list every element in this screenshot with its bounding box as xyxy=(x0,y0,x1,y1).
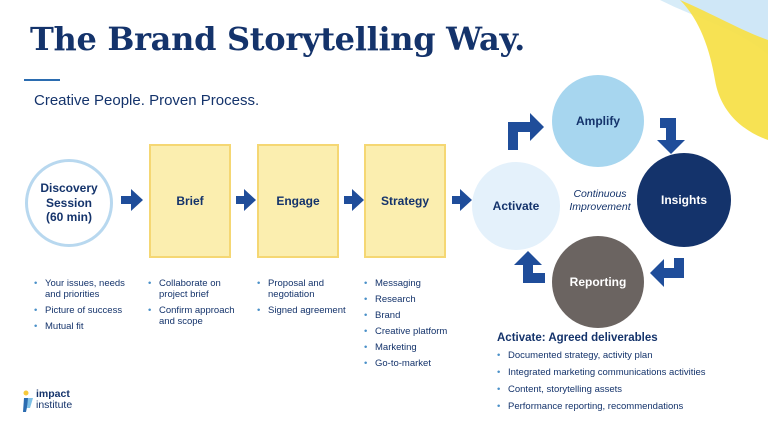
cycle-reporting-circle: Reporting xyxy=(552,236,644,328)
arrow-right-icon xyxy=(344,189,364,211)
discovery-label-line3: (60 min) xyxy=(45,210,92,225)
cycle-activate-circle: Activate xyxy=(472,162,560,250)
cycle-arrow-up-right-icon xyxy=(508,113,544,150)
list-item: Go-to-market xyxy=(364,358,464,369)
step-box-brief: Brief xyxy=(149,144,231,258)
list-item: Signed agreement xyxy=(257,305,347,316)
arrow-right-icon xyxy=(452,189,472,211)
list-item: Content, storytelling assets xyxy=(497,384,757,395)
continuous-improvement-label: Continuous Improvement xyxy=(560,188,640,214)
corner-decoration xyxy=(660,0,768,140)
cycle-reporting-label: Reporting xyxy=(569,274,627,289)
strategy-bullet-list: Messaging Research Brand Creative platfo… xyxy=(364,278,464,374)
discovery-bullet-list: Your issues, needs and priorities Pictur… xyxy=(34,278,134,337)
cycle-arrow-down-left-icon xyxy=(650,258,684,287)
step-box-engage: Engage xyxy=(257,144,339,258)
list-item: Picture of success xyxy=(34,305,134,316)
list-item: Mutual fit xyxy=(34,321,134,332)
discovery-label-line2: Session xyxy=(45,195,93,210)
step-label-engage: Engage xyxy=(276,194,320,208)
list-item: Messaging xyxy=(364,278,464,289)
page-subtitle: Creative People. Proven Process. xyxy=(34,92,260,109)
list-item: Research xyxy=(364,294,464,305)
list-item: Marketing xyxy=(364,342,464,353)
logo-line2: institute xyxy=(36,399,73,411)
discovery-session-circle: Discovery Session (60 min) xyxy=(25,159,113,247)
page-title: The Brand Storytelling Way. xyxy=(30,20,525,58)
continuous-line1: Continuous xyxy=(573,188,627,200)
cycle-arrow-right-down-icon xyxy=(657,118,685,154)
logo-line1: impact xyxy=(36,388,70,400)
arrow-right-icon xyxy=(236,189,256,211)
continuous-line2: Improvement xyxy=(569,201,631,213)
step-box-strategy: Strategy xyxy=(364,144,446,258)
list-item: Confirm approach and scope xyxy=(148,305,243,327)
brief-bullet-list: Collaborate on project brief Confirm app… xyxy=(148,278,243,332)
arrow-right-icon xyxy=(121,189,143,211)
list-item: Your issues, needs and priorities xyxy=(34,278,134,300)
deliverables-heading: Activate: Agreed deliverables xyxy=(497,332,658,344)
list-item: Brand xyxy=(364,310,464,321)
cycle-insights-label: Insights xyxy=(660,192,707,207)
engage-bullet-list: Proposal and negotiation Signed agreemen… xyxy=(257,278,347,321)
logo-text: impact institute xyxy=(36,389,72,411)
list-item: Documented strategy, activity plan xyxy=(497,350,757,361)
list-item: Performance reporting, recommendations xyxy=(497,401,757,412)
list-item: Integrated marketing communications acti… xyxy=(497,367,757,378)
cycle-amplify-label: Amplify xyxy=(575,113,620,128)
step-label-strategy: Strategy xyxy=(380,194,430,208)
title-underline xyxy=(24,79,60,81)
list-item: Creative platform xyxy=(364,326,464,337)
list-item: Proposal and negotiation xyxy=(257,278,347,300)
impact-institute-logo-icon xyxy=(23,390,33,412)
discovery-label-line1: Discovery xyxy=(40,181,98,196)
deliverables-list: Documented strategy, activity plan Integ… xyxy=(497,350,757,418)
cycle-arrow-left-up-icon xyxy=(514,251,545,283)
cycle-insights-circle: Insights xyxy=(637,153,731,247)
cycle-activate-label: Activate xyxy=(492,198,540,213)
step-label-brief: Brief xyxy=(176,194,204,208)
cycle-amplify-circle: Amplify xyxy=(552,75,644,167)
list-item: Collaborate on project brief xyxy=(148,278,243,300)
